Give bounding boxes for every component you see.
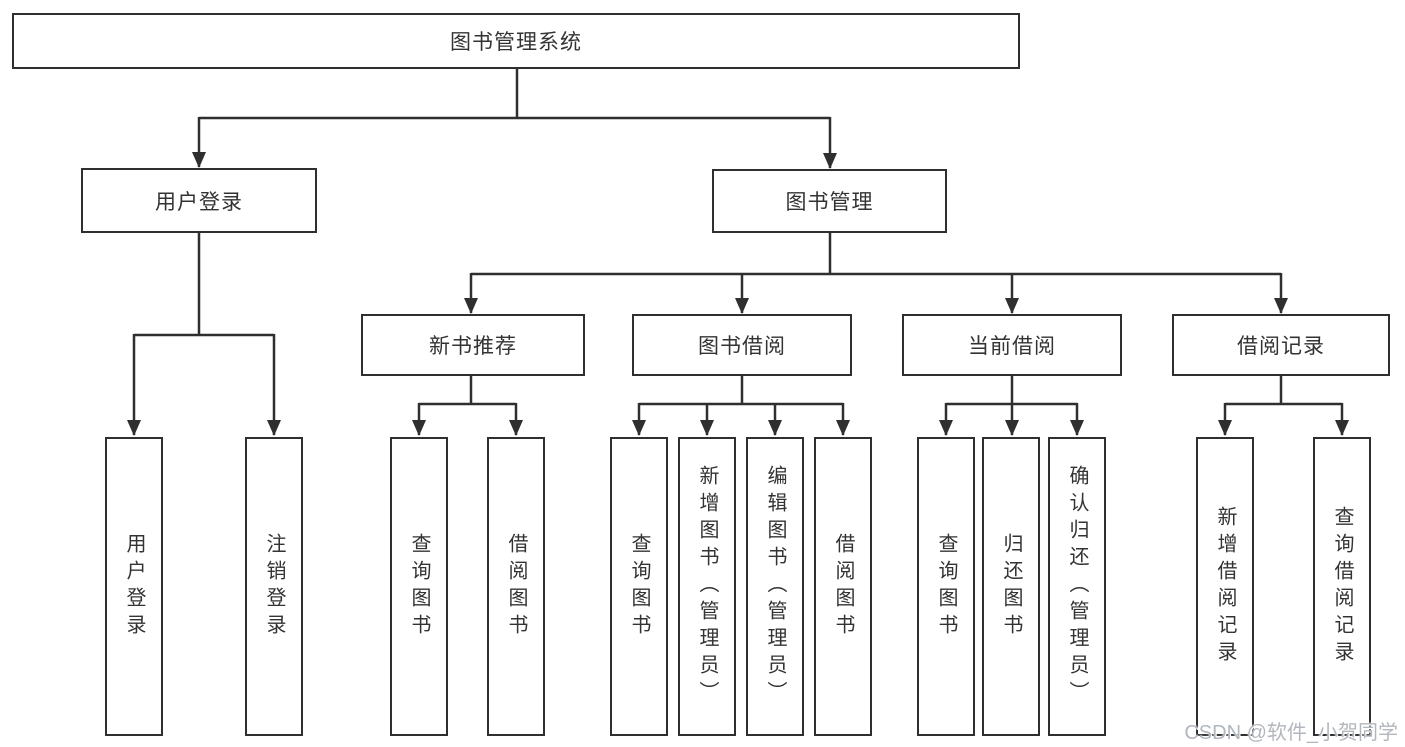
leaf-query-books-recommend: 查询图书	[390, 437, 448, 736]
node-borrow-records-label: 借阅记录	[1237, 335, 1325, 358]
node-book-borrow: 图书借阅	[632, 314, 852, 376]
leaf-return-books-label: 归还图书	[1000, 532, 1022, 641]
leaf-borrow-books-label: 借阅图书	[832, 532, 854, 641]
leaf-add-books-admin: 新增图书（管理员）	[678, 437, 736, 736]
leaf-confirm-return-admin-label: 确认归还（管理员）	[1066, 465, 1088, 708]
leaf-query-books-current-label: 查询图书	[935, 532, 957, 641]
leaf-add-borrow-record: 新增借阅记录	[1196, 437, 1254, 736]
leaf-borrow-books: 借阅图书	[814, 437, 872, 736]
leaf-add-borrow-record-label: 新增借阅记录	[1214, 505, 1236, 668]
node-borrow-records: 借阅记录	[1172, 314, 1390, 376]
leaf-logout-label: 注销登录	[263, 532, 285, 641]
node-book-management-label: 图书管理	[785, 191, 874, 214]
leaf-borrow-books-recommend: 借阅图书	[487, 437, 545, 736]
node-current-borrow: 当前借阅	[902, 314, 1122, 376]
node-new-book-recommend: 新书推荐	[361, 314, 585, 376]
node-current-borrow-label: 当前借阅	[968, 335, 1056, 358]
node-root-label: 图书管理系统	[450, 31, 582, 54]
leaf-query-books-borrow-label: 查询图书	[628, 532, 650, 641]
node-user-login-label: 用户登录	[155, 190, 243, 214]
node-new-book-recommend-label: 新书推荐	[429, 335, 517, 358]
node-user-login: 用户登录	[81, 168, 317, 233]
node-book-borrow-label: 图书借阅	[698, 335, 786, 358]
leaf-query-borrow-record: 查询借阅记录	[1313, 437, 1371, 736]
leaf-add-books-admin-label: 新增图书（管理员）	[696, 465, 718, 708]
leaf-user-login-label: 用户登录	[123, 532, 145, 641]
leaf-edit-books-admin-label: 编辑图书（管理员）	[764, 465, 786, 708]
csdn-watermark: CSDN @软件_小贺同学	[1184, 722, 1398, 744]
leaf-query-books-current: 查询图书	[917, 437, 975, 736]
leaf-query-books-borrow: 查询图书	[610, 437, 668, 736]
leaf-user-login: 用户登录	[105, 437, 163, 736]
leaf-confirm-return-admin: 确认归还（管理员）	[1048, 437, 1106, 736]
leaf-borrow-books-recommend-label: 借阅图书	[505, 532, 527, 641]
leaf-query-books-recommend-label: 查询图书	[408, 532, 430, 641]
leaf-logout: 注销登录	[245, 437, 303, 736]
leaf-edit-books-admin: 编辑图书（管理员）	[746, 437, 804, 736]
node-root: 图书管理系统	[12, 13, 1020, 69]
leaf-query-borrow-record-label: 查询借阅记录	[1331, 505, 1353, 668]
leaf-return-books: 归还图书	[982, 437, 1040, 736]
node-book-management: 图书管理	[712, 169, 947, 233]
